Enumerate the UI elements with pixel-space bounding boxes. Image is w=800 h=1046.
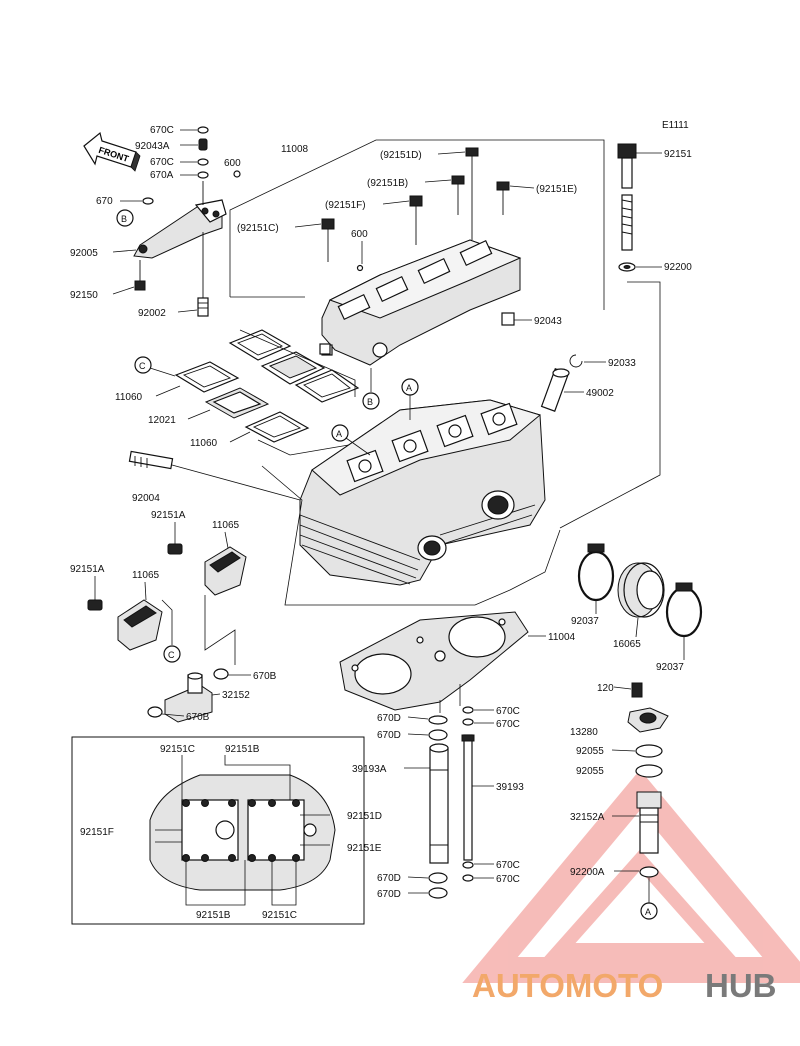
label-92151D: (92151D) xyxy=(380,150,422,161)
label-11065-1: 11065 xyxy=(212,520,240,531)
pipe-49002 xyxy=(540,354,583,412)
breather-bracket-assembly: B xyxy=(116,126,241,317)
labels-top-left: 670C 92043A 670C 670A 600 670 92005 9215… xyxy=(70,125,241,319)
label-670D-1: 670D xyxy=(377,713,401,724)
label-670B-1: 670B xyxy=(253,671,277,682)
label-92043: 92043 xyxy=(534,316,562,327)
head-cover xyxy=(321,239,522,366)
ref-mark-a-1: A xyxy=(406,383,412,393)
label-670D-2: 670D xyxy=(377,730,401,741)
label-600-top: 600 xyxy=(224,158,241,169)
label-32152A: 32152A xyxy=(570,812,605,823)
ref-circle-a-3 xyxy=(640,902,658,920)
label-11008: 11008 xyxy=(281,144,309,155)
label-92005: 92005 xyxy=(70,248,98,259)
label-92037-1: 92037 xyxy=(571,616,599,627)
label-670C-d: 670C xyxy=(496,874,520,885)
label-92002: 92002 xyxy=(138,308,166,319)
label-92151C: (92151C) xyxy=(237,223,279,234)
ref-mark-c-1: C xyxy=(139,361,146,371)
stud-92004 xyxy=(128,450,174,470)
labels-head-cover: (92151D) (92151B) (92151F) (92151C) (921… xyxy=(237,150,577,327)
label-11060a: 11060 xyxy=(115,392,143,403)
ref-circle-c-2 xyxy=(163,645,181,663)
ref-mark-b-1: B xyxy=(121,214,127,224)
ref-mark-a-3: A xyxy=(645,907,651,917)
ref-circle-c-1 xyxy=(134,356,152,374)
inset-label-92151E: 92151E xyxy=(347,843,382,854)
reed-block-lower xyxy=(87,599,163,651)
label-92151E: (92151E) xyxy=(536,184,577,195)
label-670: 670 xyxy=(96,196,113,207)
head-cover-bolts xyxy=(319,147,515,355)
label-92043A: 92043A xyxy=(135,141,170,152)
label-39193A: 39193A xyxy=(352,764,387,775)
watermark-text-right: HUB xyxy=(705,967,777,1004)
label-32152: 32152 xyxy=(222,690,250,701)
label-120: 120 xyxy=(597,683,614,694)
watermark-logo xyxy=(462,769,800,983)
watermark-text-left: AUTOMOTO xyxy=(472,967,663,1004)
inset-label-92151C-top: 92151C xyxy=(160,744,195,755)
label-670C-c: 670C xyxy=(496,860,520,871)
label-92151F: (92151F) xyxy=(325,200,366,211)
right-fitting-assembly xyxy=(627,682,669,903)
label-39193: 39193 xyxy=(496,782,524,793)
head-cover-frame: 11008 xyxy=(229,139,605,310)
cylinder-head xyxy=(299,399,546,586)
label-670C-top: 670C xyxy=(150,125,174,136)
label-670A: 670A xyxy=(150,170,174,181)
label-92037-2: 92037 xyxy=(656,662,684,673)
label-11065-2: 11065 xyxy=(132,570,160,581)
inset-label-92151B-top: 92151B xyxy=(225,744,260,755)
ref-circle-a-2 xyxy=(331,424,349,442)
label-670C-b: 670C xyxy=(496,719,520,730)
ref-mark-b-2: B xyxy=(367,397,373,407)
ref-circle-b-2 xyxy=(362,392,380,410)
center-orings xyxy=(428,706,474,899)
label-92150: 92150 xyxy=(70,290,98,301)
label-92055-2: 92055 xyxy=(576,766,604,777)
inset-head-view xyxy=(149,774,336,891)
label-670B-2: 670B xyxy=(186,712,210,723)
intake-clamps xyxy=(577,543,703,638)
reed-valve-plates xyxy=(174,329,360,443)
breather-tee-32152 xyxy=(147,668,229,723)
pushrod-tubes xyxy=(429,734,475,864)
label-92151A-2: 92151A xyxy=(70,564,105,575)
label-670D-3: 670D xyxy=(377,873,401,884)
long-stud-bolt xyxy=(617,143,637,272)
label-92200A: 92200A xyxy=(570,867,605,878)
label-670C-mid: 670C xyxy=(150,157,174,168)
label-92004: 92004 xyxy=(132,493,160,504)
label-49002: 49002 xyxy=(586,388,614,399)
front-arrow-icon: FRONT xyxy=(83,131,141,172)
label-11060b: 11060 xyxy=(190,438,218,449)
inset-leaders xyxy=(155,755,330,906)
label-92055-1: 92055 xyxy=(576,746,604,757)
ref-mark-a-2: A xyxy=(336,429,342,439)
label-670C-a: 670C xyxy=(496,706,520,717)
label-92151: 92151 xyxy=(664,149,692,160)
label-11004: 11004 xyxy=(548,632,576,643)
label-92151B: (92151B) xyxy=(367,178,408,189)
label-12021: 12021 xyxy=(148,415,176,426)
label-92151A-1: 92151A xyxy=(151,510,186,521)
label-92200: 92200 xyxy=(664,262,692,273)
label-92033: 92033 xyxy=(608,358,636,369)
head-gasket xyxy=(339,611,529,711)
diagram-code: E1111 xyxy=(662,120,689,131)
inset-frame xyxy=(71,736,365,925)
label-13280: 13280 xyxy=(570,727,598,738)
label-670D-4: 670D xyxy=(377,889,401,900)
inset-label-92151C-bot: 92151C xyxy=(262,910,297,921)
inset-label-92151F: 92151F xyxy=(80,827,114,838)
inset-label-92151D: 92151D xyxy=(347,811,382,822)
inset-label-92151B-bot: 92151B xyxy=(196,910,231,921)
ref-mark-c-2: C xyxy=(168,650,175,660)
reed-block-upper xyxy=(167,543,247,596)
label-16065: 16065 xyxy=(613,639,641,650)
label-600-mid: 600 xyxy=(351,229,368,240)
